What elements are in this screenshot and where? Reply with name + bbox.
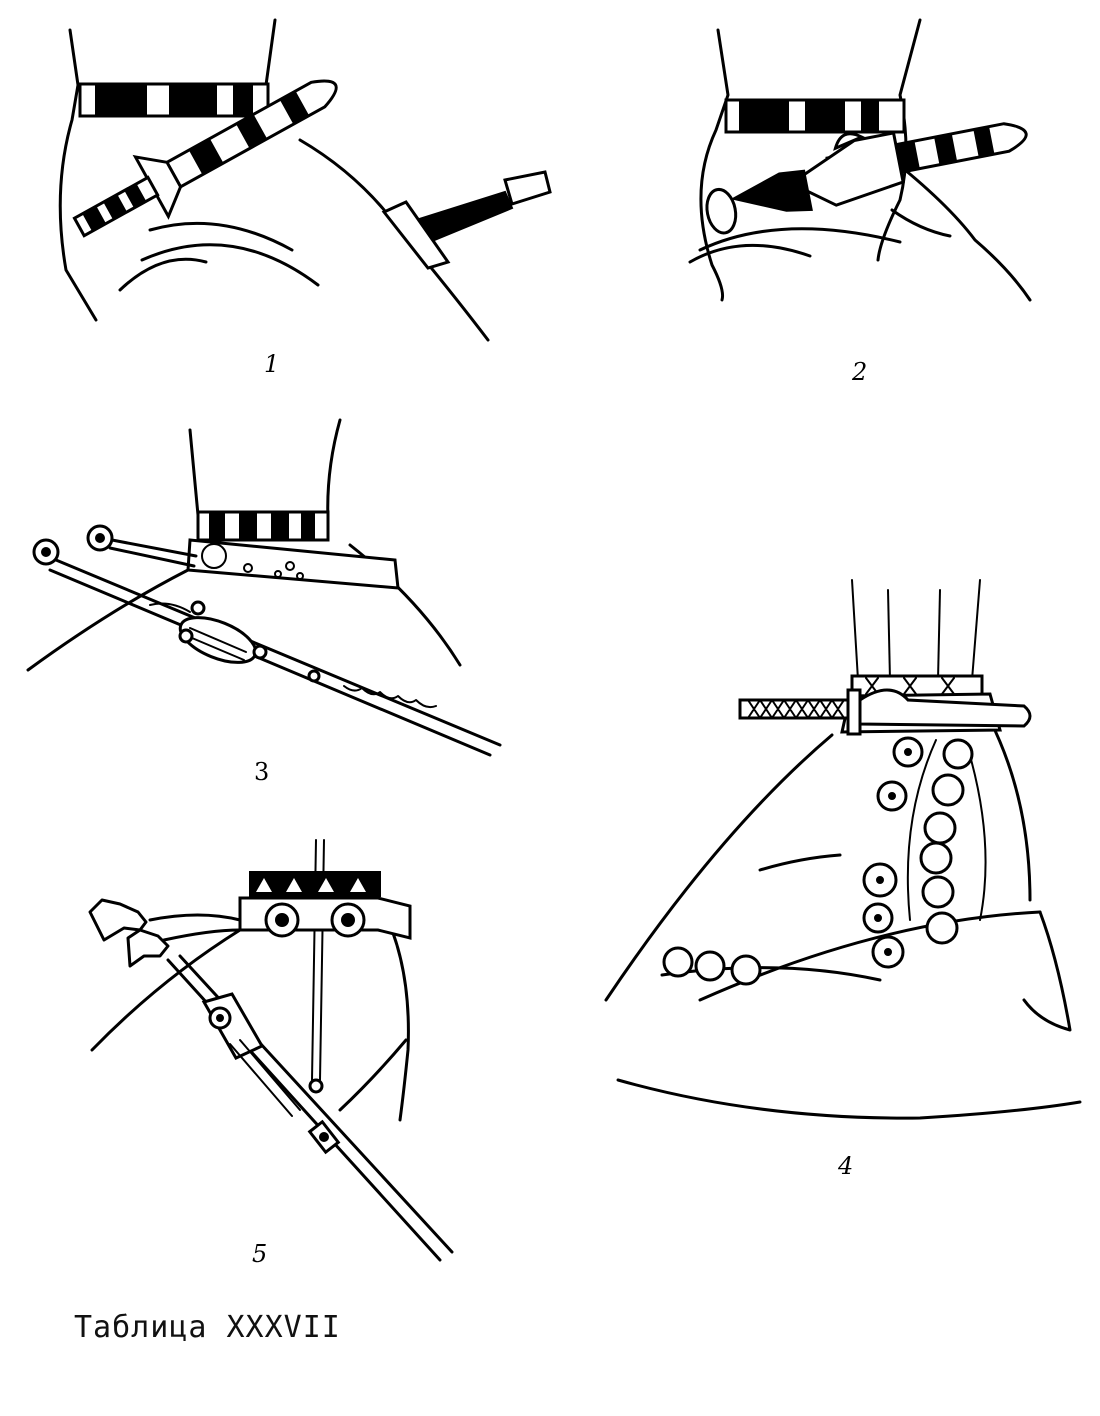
belt-2 bbox=[724, 98, 906, 134]
sword-3a bbox=[86, 524, 198, 568]
sword-3b bbox=[32, 538, 502, 757]
figure-label-3: 3 bbox=[254, 758, 269, 786]
figure-5-sword-with-animal-heads bbox=[88, 839, 454, 1262]
figure-label-2: 2 bbox=[851, 358, 867, 386]
animal-heads-5 bbox=[88, 898, 242, 968]
dagger-4 bbox=[738, 688, 1032, 736]
figure-4-dagger-and-plates bbox=[604, 579, 1082, 1120]
figure-1-dagger-at-belt bbox=[58, 18, 552, 342]
belt-1 bbox=[78, 82, 270, 118]
figure-label-1: 1 bbox=[264, 350, 279, 378]
figure-2-dagger-at-belt bbox=[688, 18, 1032, 302]
belt-5 bbox=[238, 871, 412, 940]
figure-label-5: 5 bbox=[252, 1240, 267, 1268]
plate-caption: Таблица XXXVII bbox=[74, 1310, 341, 1345]
dagger-2 bbox=[705, 122, 1028, 235]
sword-5 bbox=[166, 954, 454, 1262]
figure-label-4: 4 bbox=[837, 1152, 853, 1180]
dagger-1 bbox=[72, 79, 338, 238]
figure-3-sword-at-belt bbox=[26, 418, 502, 757]
dagger-1b bbox=[381, 170, 552, 270]
belt-3 bbox=[186, 510, 400, 590]
plates-4 bbox=[662, 736, 974, 986]
